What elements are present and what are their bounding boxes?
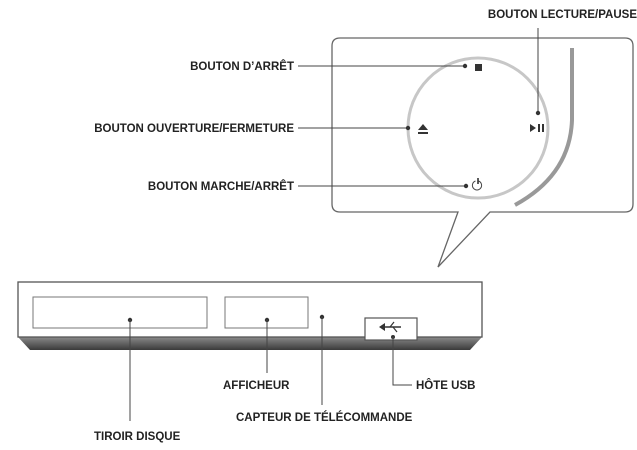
label-play-pause: BOUTON LECTURE/PAUSE: [488, 9, 637, 21]
usb-port[interactable]: [379, 321, 401, 333]
stop-button[interactable]: [475, 64, 482, 71]
label-remote-sensor: CAPTEUR DE TÉLÉCOMMANDE: [236, 411, 413, 424]
open-close-button[interactable]: [418, 124, 428, 134]
label-display: AFFICHEUR: [223, 380, 290, 392]
panel-edge-curve: [514, 48, 574, 207]
stop-icon: [475, 64, 482, 71]
control-ring: [406, 56, 550, 200]
bottom-leaders: [129, 317, 412, 421]
eject-icon-bar: [418, 132, 428, 134]
disc-tray[interactable]: [32, 296, 208, 329]
zoom-callout: [331, 37, 634, 268]
play-pause-icon: [530, 124, 536, 132]
play-pause-button[interactable]: [530, 124, 544, 132]
label-power: BOUTON MARCHE/ARRÊT: [148, 180, 294, 193]
callout-leaders: [298, 28, 541, 189]
label-stop: BOUTON D’ARRÊT: [190, 60, 294, 73]
power-button[interactable]: [471, 178, 483, 191]
player-body: [17, 281, 483, 350]
power-icon: [471, 180, 483, 191]
label-open-close: BOUTON OUVERTURE/FERMETURE: [94, 123, 294, 135]
usb-door: [364, 317, 418, 341]
label-disc-tray: TIROIR DISQUE: [94, 431, 181, 443]
eject-icon: [418, 124, 428, 130]
label-usb-host: HÔTE USB: [416, 379, 475, 392]
